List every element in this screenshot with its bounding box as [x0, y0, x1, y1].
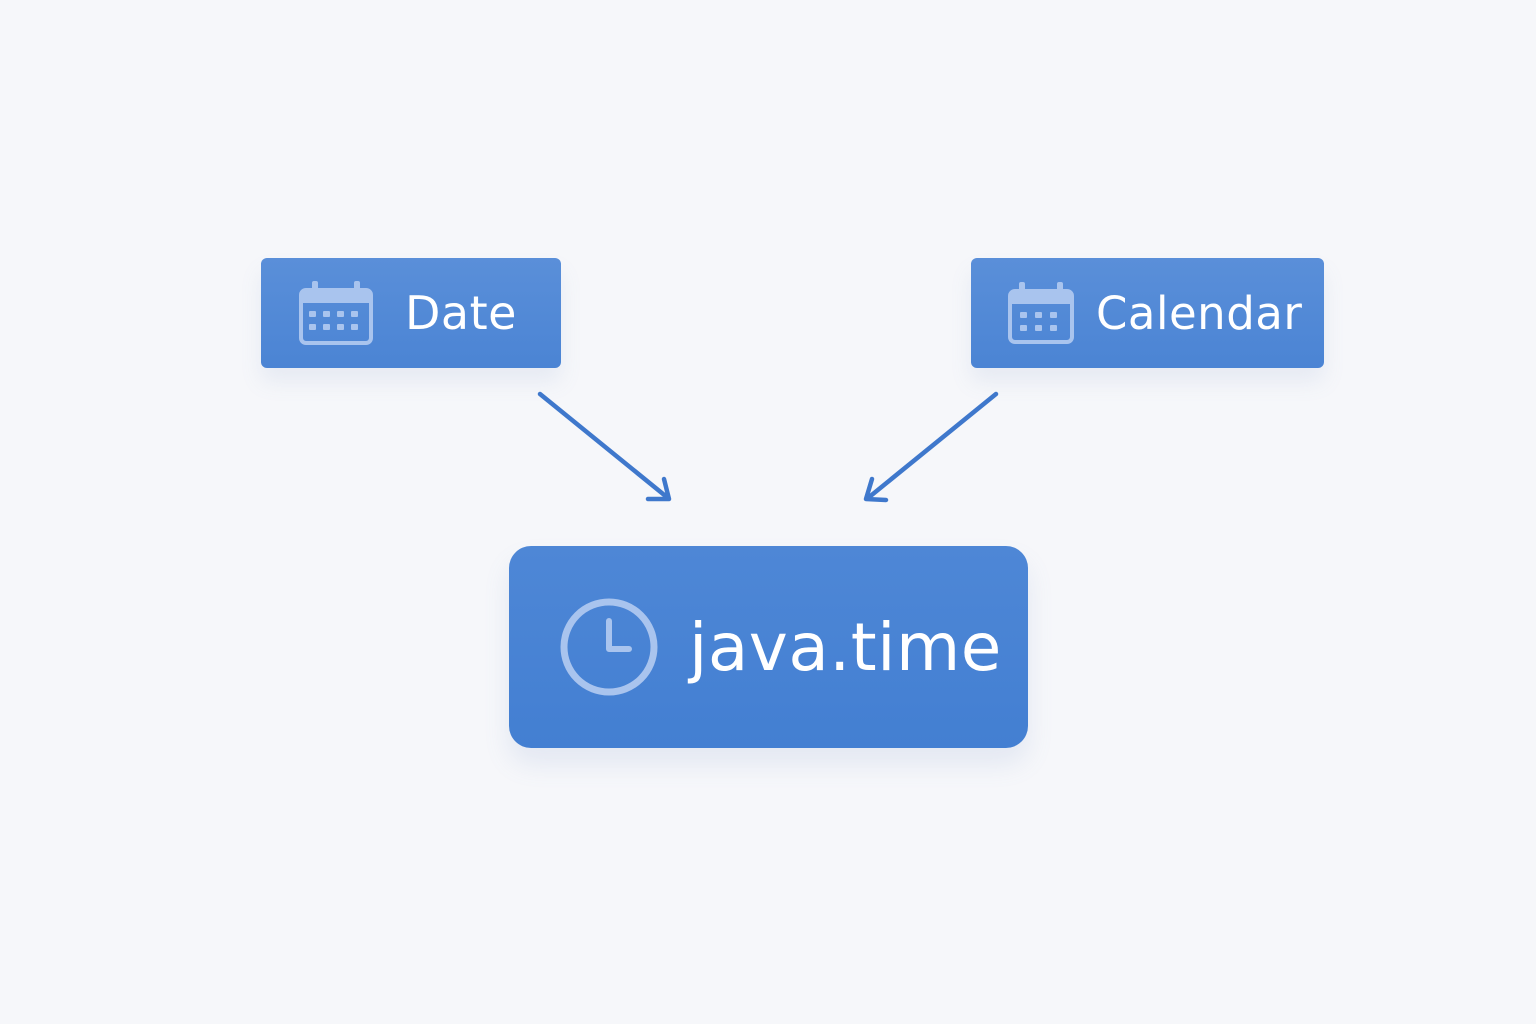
node-date-label: Date — [405, 286, 517, 340]
node-java-time: java.time — [509, 546, 1028, 748]
node-java-time-label: java.time — [689, 608, 1002, 686]
node-date: Date — [261, 258, 561, 368]
arrow-date-to-java-time — [537, 391, 672, 502]
node-calendar-label: Calendar — [1096, 286, 1303, 340]
arrow-calendar-to-java-time — [863, 391, 999, 503]
clock-icon — [560, 598, 658, 696]
calendar-icon — [299, 281, 373, 345]
node-calendar: Calendar — [971, 258, 1324, 368]
calendar-icon — [1008, 282, 1074, 344]
